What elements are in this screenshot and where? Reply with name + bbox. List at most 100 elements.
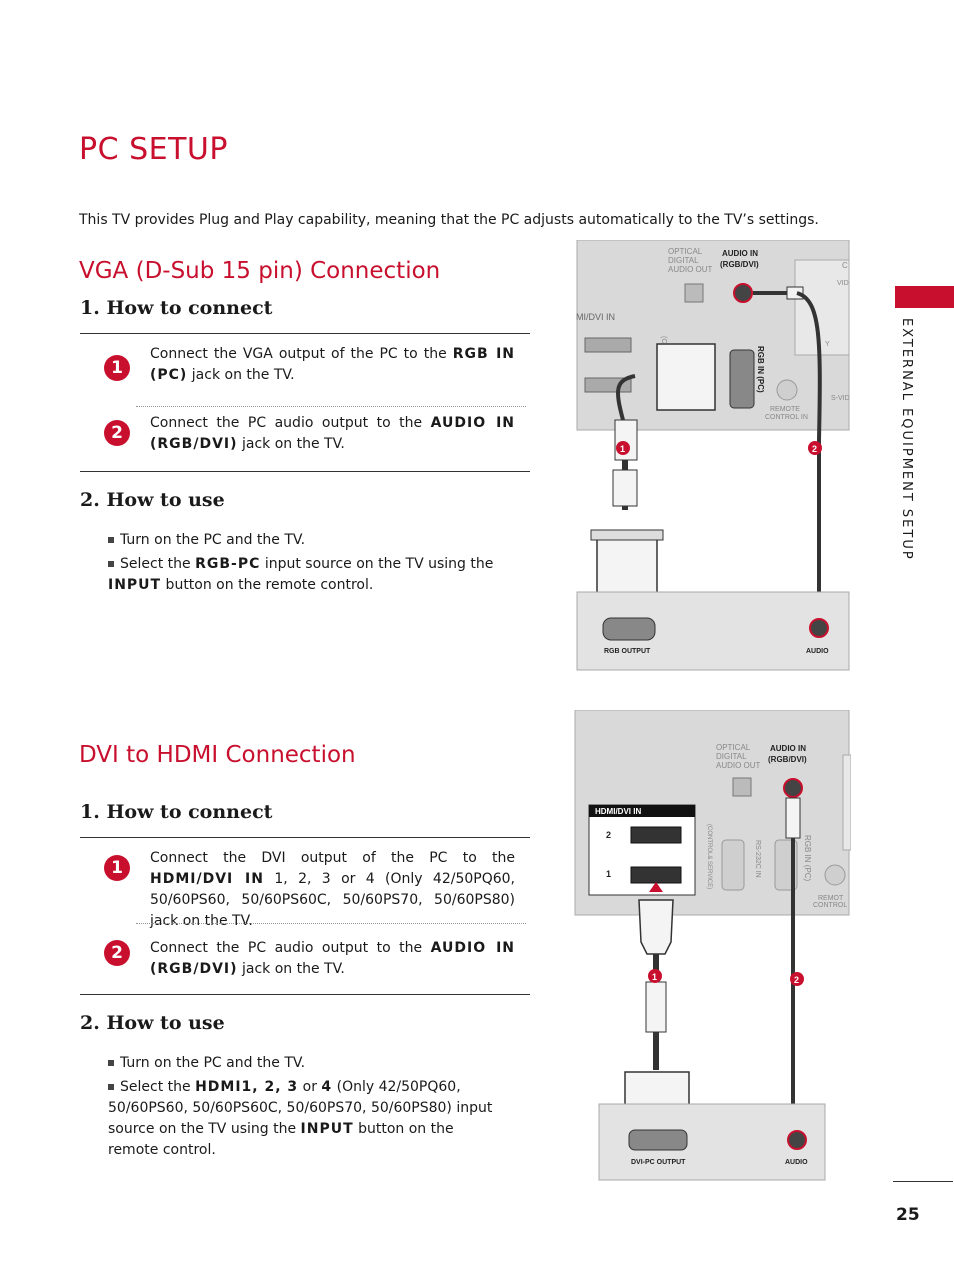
label-port-1: 1 bbox=[606, 869, 611, 879]
step-badge: 2 bbox=[104, 420, 130, 446]
hdmi-port-1 bbox=[630, 866, 682, 884]
divider bbox=[80, 994, 530, 995]
audio-plug-head bbox=[786, 286, 804, 300]
dvi-step2: Connect the PC audio output to the AUDIO… bbox=[150, 940, 516, 977]
cable-ferrite bbox=[612, 469, 638, 507]
rgb-output-port bbox=[602, 617, 656, 641]
hdmi-plug bbox=[638, 899, 674, 955]
insert-arrow-icon bbox=[649, 882, 663, 892]
label-optical: OPTICAL bbox=[668, 247, 703, 256]
label-dvi-pc-output: DVI-PC OUTPUT bbox=[631, 1159, 686, 1166]
vga-step1: Connect the VGA output of the PC to the … bbox=[150, 346, 516, 383]
page-title: PC SETUP bbox=[79, 132, 228, 167]
label-y: Y bbox=[825, 341, 830, 348]
component-panel bbox=[842, 754, 851, 851]
label-s-vid: S-VID bbox=[831, 395, 850, 402]
label-hdmi-dvi-in: HDMI/DVI IN bbox=[595, 807, 641, 816]
label-rgb-dvi: (RGB/DVI) bbox=[768, 755, 807, 764]
vga-plug-rim bbox=[590, 529, 664, 541]
optical-port bbox=[732, 777, 752, 797]
badge-1: 1 bbox=[652, 972, 657, 982]
bullet-icon bbox=[108, 537, 114, 543]
dotted-divider bbox=[136, 406, 526, 407]
label-rgb-in-pc: RGB IN (PC) bbox=[803, 835, 812, 882]
label-digital: DIGITAL bbox=[668, 256, 699, 265]
audio-cable bbox=[796, 291, 822, 600]
connector-badge bbox=[616, 441, 630, 455]
label-digital: DIGITAL bbox=[716, 752, 747, 761]
vga-use2: Select the RGB-PC input source on the TV… bbox=[108, 556, 494, 593]
bullet-icon bbox=[108, 1060, 114, 1066]
badge-2: 2 bbox=[812, 444, 817, 454]
divider bbox=[80, 333, 530, 334]
hdmi-port bbox=[584, 337, 632, 353]
cable-ferrite bbox=[645, 981, 667, 1033]
connector-badge bbox=[808, 441, 822, 455]
dvi-diagram: OPTICAL DIGITAL AUDIO OUT AUDIO IN (RGB/… bbox=[574, 710, 851, 1181]
dvi-heading: DVI to HDMI Connection bbox=[79, 742, 356, 768]
label-rgb-in-pc: RGB IN (PC) bbox=[756, 346, 765, 393]
dvi-output-port bbox=[628, 1129, 688, 1151]
section-tab bbox=[895, 286, 954, 308]
page-number: 25 bbox=[896, 1205, 920, 1225]
intro-text: This TV provides Plug and Play capabilit… bbox=[79, 212, 819, 228]
badge-1: 1 bbox=[620, 444, 625, 454]
label-c: C bbox=[842, 261, 848, 270]
connector-badge bbox=[648, 969, 662, 983]
vga-plug bbox=[656, 343, 716, 411]
divider bbox=[80, 837, 530, 838]
label-audio-in: AUDIO IN bbox=[722, 249, 758, 258]
dvi-how-connect: 1. How to connect bbox=[80, 801, 273, 823]
hdmi-port-2 bbox=[630, 826, 682, 844]
connector-badge bbox=[790, 972, 804, 986]
pc-audio-jack bbox=[809, 618, 829, 638]
optical-port bbox=[684, 283, 704, 303]
label-port-2: 2 bbox=[606, 830, 611, 840]
vga-use1: Turn on the PC and the TV. bbox=[108, 530, 305, 551]
label-optical: OPTICAL bbox=[716, 743, 751, 752]
audio-plug-head bbox=[785, 797, 801, 839]
vga-heading: VGA (D-Sub 15 pin) Connection bbox=[79, 258, 441, 284]
footer-rule bbox=[893, 1181, 953, 1182]
side-label: EXTERNAL EQUIPMENT SETUP bbox=[899, 318, 914, 561]
dotted-divider bbox=[136, 923, 526, 924]
bullet-icon bbox=[108, 1084, 114, 1090]
dvi-use2: Select the HDMI1, 2, 3 or 4 (Only 42/50P… bbox=[108, 1079, 493, 1158]
remote-port bbox=[776, 379, 798, 401]
label-control: CONTROL bbox=[813, 902, 847, 909]
label-audio: AUDIO bbox=[785, 1159, 808, 1166]
dvi-how-use: 2. How to use bbox=[80, 1012, 225, 1034]
pc-audio-jack bbox=[787, 1130, 807, 1150]
step-badge: 2 bbox=[104, 940, 130, 966]
badge-2: 2 bbox=[794, 975, 799, 985]
dvi-step1: Connect the DVI output of the PC to the … bbox=[150, 850, 515, 929]
dvi-use1: Turn on the PC and the TV. bbox=[108, 1053, 305, 1074]
label-remote: REMOT bbox=[818, 895, 844, 902]
label-audio-in: AUDIO IN bbox=[770, 744, 806, 753]
audio-in-jack bbox=[733, 283, 753, 303]
divider bbox=[80, 471, 530, 472]
component-panel bbox=[794, 259, 850, 356]
label-rs232c: RS-232C IN bbox=[754, 840, 761, 878]
vga-how-use: 2. How to use bbox=[80, 489, 225, 511]
label-audio-out: AUDIO OUT bbox=[668, 265, 713, 274]
rgb-in-port bbox=[729, 349, 755, 409]
vga-cable bbox=[616, 374, 636, 421]
label-co: (CO bbox=[660, 336, 667, 349]
vga-diagram: OPTICAL DIGITAL AUDIO OUT AUDIO IN (RGB/… bbox=[576, 240, 850, 671]
step-badge: 1 bbox=[104, 855, 130, 881]
audio-in-jack bbox=[783, 778, 803, 798]
label-rgb-dvi: (RGB/DVI) bbox=[720, 260, 759, 269]
step-badge: 1 bbox=[104, 355, 130, 381]
vga-how-connect: 1. How to connect bbox=[80, 297, 273, 319]
bullet-icon bbox=[108, 561, 114, 567]
label-vid: VID bbox=[837, 280, 849, 287]
label-audio: AUDIO bbox=[806, 648, 829, 655]
hdmi-dvi-header bbox=[589, 805, 695, 817]
label-control-service: (CONTROL& SERVICE) bbox=[706, 824, 712, 889]
vga-step2: Connect the PC audio output to the AUDIO… bbox=[150, 415, 516, 452]
label-hdmi-dvi-in: MI/DVI IN bbox=[576, 312, 615, 322]
remote-port bbox=[824, 864, 846, 886]
label-rgb-output: RGB OUTPUT bbox=[604, 648, 651, 655]
rs232c-port bbox=[721, 839, 745, 891]
